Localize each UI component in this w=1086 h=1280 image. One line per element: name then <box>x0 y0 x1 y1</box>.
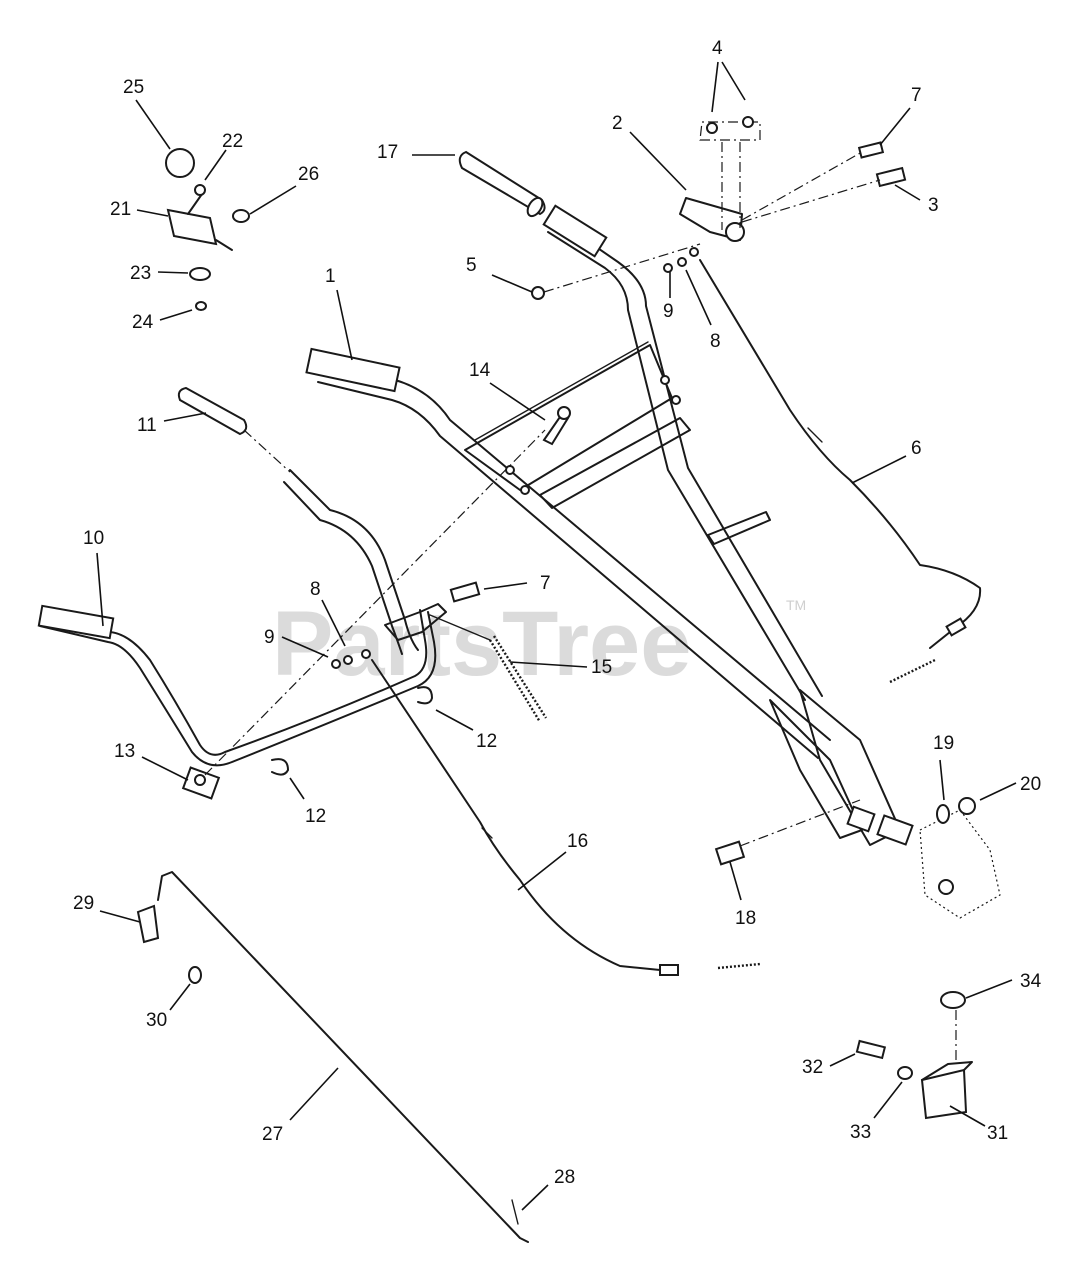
callout-8-top: 8 <box>710 331 721 352</box>
callout-29: 29 <box>73 893 94 914</box>
callout-15: 15 <box>591 657 612 678</box>
callout-12-left: 12 <box>305 806 326 827</box>
main-handle-frame <box>305 204 914 846</box>
callout-17: 17 <box>377 142 398 163</box>
callout-25: 25 <box>123 77 144 98</box>
callout-24: 24 <box>132 312 154 333</box>
callout-4: 4 <box>712 38 723 59</box>
control-21-26 <box>165 148 250 311</box>
callout-2: 2 <box>612 113 623 134</box>
control-bar-10 <box>37 604 437 767</box>
callout-31: 31 <box>987 1123 1008 1144</box>
callout-26: 26 <box>298 164 319 185</box>
rod-27 <box>136 871 529 1243</box>
callout-18: 18 <box>735 908 756 929</box>
callout-32: 32 <box>802 1057 823 1078</box>
callout-7-top: 7 <box>911 85 922 106</box>
leader-lines <box>96 61 1017 1211</box>
cable-6 <box>699 259 982 684</box>
callout-7-lower: 7 <box>540 573 551 594</box>
callout-labels: 25 22 26 21 23 24 17 2 4 7 3 5 9 8 1 14 … <box>73 38 1042 1188</box>
cable-16 <box>371 659 761 976</box>
callout-14: 14 <box>469 360 491 381</box>
top-bracket-assembly <box>531 116 907 300</box>
callout-34: 34 <box>1020 971 1042 992</box>
bracket-7-lower <box>331 581 481 669</box>
grip-17 <box>458 150 546 218</box>
callout-8-lower: 8 <box>310 579 321 600</box>
spring-15 <box>429 614 548 723</box>
callout-9-top: 9 <box>663 301 674 322</box>
callout-5: 5 <box>466 255 477 276</box>
control-bar-11 <box>177 386 546 800</box>
bolt-14 <box>542 406 571 446</box>
callout-9-lower: 9 <box>264 627 275 648</box>
watermark-trademark: TM <box>786 597 806 613</box>
mount-bracket <box>919 797 1001 919</box>
callout-1: 1 <box>325 266 336 287</box>
callout-10: 10 <box>83 528 104 549</box>
callout-12-right: 12 <box>476 731 497 752</box>
callout-33: 33 <box>850 1122 871 1143</box>
callout-13: 13 <box>114 741 135 762</box>
callout-22: 22 <box>222 131 243 152</box>
callout-11: 11 <box>137 415 157 436</box>
bolt-18 <box>714 799 861 866</box>
bracket-31-34 <box>855 991 973 1120</box>
callout-28: 28 <box>554 1167 575 1188</box>
callout-27: 27 <box>262 1124 283 1145</box>
callout-30: 30 <box>146 1010 167 1031</box>
callout-23: 23 <box>130 263 151 284</box>
callout-19: 19 <box>933 733 954 754</box>
watermark: PartsTree <box>272 593 691 695</box>
callout-20: 20 <box>1020 774 1041 795</box>
callout-16: 16 <box>567 831 588 852</box>
callout-21: 21 <box>110 199 131 220</box>
callout-3: 3 <box>928 195 939 216</box>
callout-6: 6 <box>911 438 922 459</box>
